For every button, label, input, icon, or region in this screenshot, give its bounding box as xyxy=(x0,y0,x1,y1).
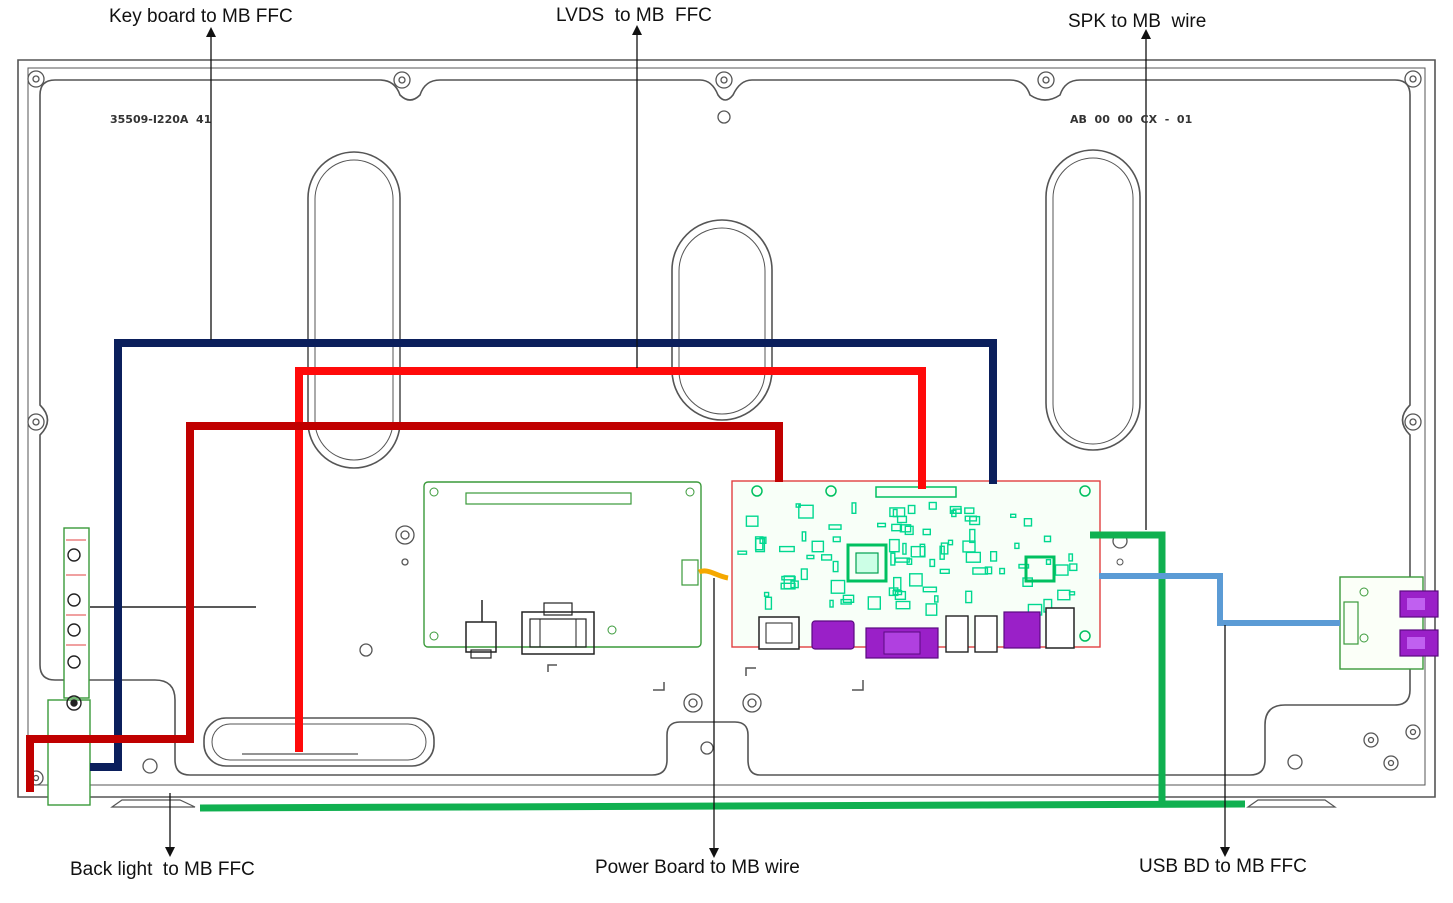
mb-component xyxy=(828,524,842,530)
mb-component xyxy=(811,540,825,553)
mb-component xyxy=(964,515,978,522)
label-backlight-to-mb-ffc: Back light to MB FFC xyxy=(70,859,255,880)
bottom-bracket-left xyxy=(110,799,196,808)
mb-component xyxy=(984,566,993,575)
mb-component xyxy=(949,505,962,515)
mb-component xyxy=(902,542,907,555)
slot-center xyxy=(671,219,773,421)
mb-component xyxy=(962,540,976,553)
mb-component xyxy=(907,504,916,515)
mb-component xyxy=(965,590,973,604)
mb-component xyxy=(909,573,923,587)
mb-component xyxy=(922,528,932,536)
mb-components xyxy=(737,501,1078,616)
mb-component xyxy=(832,536,841,543)
mb-component xyxy=(779,545,795,553)
label-lvds-to-mb-ffc: LVDS to MB FFC xyxy=(556,5,712,26)
mb-component xyxy=(798,504,814,519)
mb-component xyxy=(1043,535,1052,543)
mb-component xyxy=(867,596,881,610)
mb-component xyxy=(894,590,907,600)
part-code-left: 35509-I220A 41 xyxy=(110,113,212,126)
mb-component xyxy=(895,600,911,610)
label-usb-bd-to-mb-ffc: USB BD to MB FFC xyxy=(1139,856,1307,877)
mb-component xyxy=(925,603,938,616)
mb-component xyxy=(928,501,937,510)
label-keyboard-to-mb-ffc: Key board to MB FFC xyxy=(109,6,293,27)
mb-component xyxy=(783,575,796,590)
mb-component xyxy=(939,568,950,575)
mb-component xyxy=(888,538,900,553)
mb-component xyxy=(806,554,815,560)
mb-component xyxy=(969,528,976,544)
mb-component xyxy=(1014,542,1020,550)
spk-cable xyxy=(199,531,1246,812)
chassis-panel xyxy=(39,79,1411,776)
bottom-bracket-right xyxy=(1246,799,1337,808)
pointer-lines xyxy=(165,25,1230,858)
keyboard-board xyxy=(47,527,91,806)
mb-component xyxy=(904,525,914,536)
mb-component xyxy=(795,503,801,508)
chassis xyxy=(17,59,1436,808)
mb-component xyxy=(894,557,910,563)
mb-component xyxy=(877,522,887,528)
lvds-cable xyxy=(295,367,926,752)
mb-component xyxy=(801,531,807,542)
main-board xyxy=(731,480,1128,659)
mb-component xyxy=(1069,563,1078,572)
mb-component xyxy=(800,568,808,581)
usb-board xyxy=(1339,576,1439,670)
mb-component xyxy=(1068,591,1076,596)
mb-component xyxy=(922,586,938,593)
mb-component xyxy=(910,545,926,558)
slot-left xyxy=(307,151,401,469)
backlight-cable xyxy=(26,422,783,792)
mb-component xyxy=(764,596,773,610)
mb-component xyxy=(1045,559,1052,566)
mb-component xyxy=(1068,553,1074,562)
mb-component xyxy=(891,523,903,532)
mb-component xyxy=(737,550,748,555)
chassis-outer-frame xyxy=(17,59,1436,798)
mb-component xyxy=(745,515,759,527)
mb-component xyxy=(830,579,846,594)
mb-component xyxy=(1010,513,1017,518)
label-power-board-to-mb-wire: Power Board to MB wire xyxy=(595,857,800,878)
mb-component xyxy=(939,545,945,560)
mb-component xyxy=(990,551,998,562)
slot-bottom xyxy=(203,717,435,767)
mb-component xyxy=(999,567,1006,575)
mb-component xyxy=(964,507,975,515)
mb-component xyxy=(934,595,939,603)
mb-component xyxy=(972,567,989,575)
mb-component xyxy=(929,558,936,568)
mb-component xyxy=(821,554,833,561)
mb-component xyxy=(763,591,770,597)
mb-component xyxy=(1023,518,1033,527)
chassis-inner-frame xyxy=(27,67,1426,786)
mb-component xyxy=(851,502,857,514)
mb-component xyxy=(829,599,834,608)
power-board xyxy=(423,481,702,659)
label-spk-to-mb-wire: SPK to MB wire xyxy=(1068,11,1207,32)
mb-component xyxy=(832,560,839,573)
part-code-right: AB 00 00 CX - 01 xyxy=(1070,113,1193,126)
mb-component xyxy=(754,536,764,551)
power-cable xyxy=(697,568,729,581)
mb-component xyxy=(892,590,903,596)
mb-component xyxy=(842,594,855,603)
mb-component xyxy=(896,515,908,524)
mb-component xyxy=(840,598,852,605)
usb-cable xyxy=(1099,573,1340,626)
mb-component xyxy=(947,539,954,546)
cables xyxy=(26,339,1340,812)
mb-component xyxy=(1018,563,1030,569)
keyboard-cable xyxy=(90,339,997,771)
slot-right xyxy=(1045,149,1141,451)
mb-component xyxy=(893,576,902,591)
